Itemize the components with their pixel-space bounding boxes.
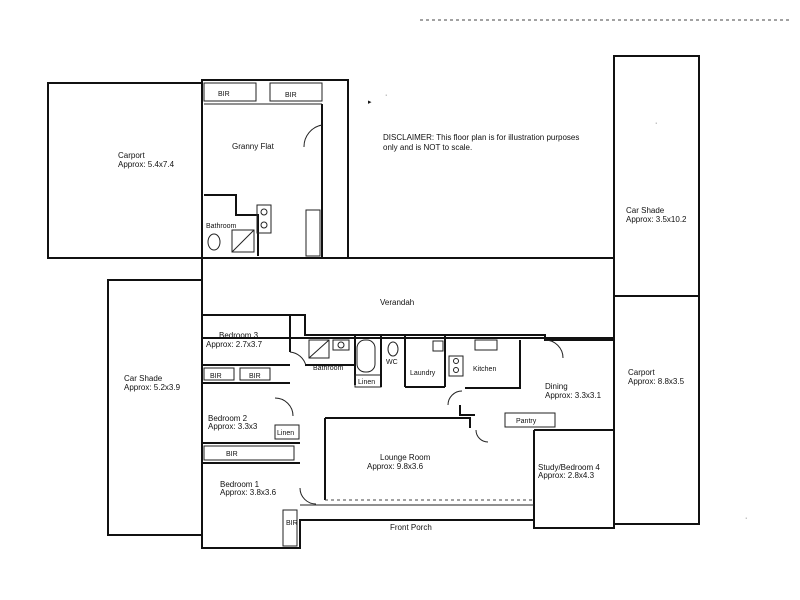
kitchen-cooktop [448, 355, 464, 377]
pantry-door-arc [475, 429, 489, 443]
bathroom-gf-label: Bathroom [206, 223, 237, 230]
carport-left-name: Carport [118, 151, 145, 160]
hall-door-arc [447, 390, 463, 406]
linen-b2-label: Linen [277, 430, 294, 437]
bathroom-gf-vanity [256, 204, 272, 234]
carport-right-size: Approx: 8.8x3.5 [628, 377, 685, 386]
bathroom-main-shower-line [308, 339, 330, 359]
bir-b3b-label: BIR [249, 373, 261, 380]
granny-flat-cupboard [305, 209, 321, 257]
bir-gf-1-outline [203, 82, 257, 102]
bedroom2-name: Bedroom 2 [208, 414, 248, 423]
kitchen-burner-2 [453, 367, 459, 373]
bathroom-gf-shower-line [231, 229, 255, 253]
disclaimer-line-1: DISCLAIMER: This floor plan is for illus… [383, 133, 579, 142]
carport-right-name: Carport [628, 368, 655, 377]
bedroom3-door-arc [289, 351, 307, 367]
lounge-name: Lounge Room [380, 453, 431, 462]
bathroom-gf-basin [260, 208, 268, 216]
bir-b1-label: BIR [286, 520, 298, 527]
lounge-top-wall [325, 417, 471, 428]
bathroom-main-shower [308, 339, 330, 359]
bir-gf-1-label: BIR [218, 91, 230, 98]
kitchen-label: Kitchen [473, 366, 496, 373]
disclaimer-line-2: only and is NOT to scale. [383, 143, 472, 152]
bathroom-gf-shower [231, 229, 255, 253]
study-name: Study/Bedroom 4 [538, 463, 600, 472]
bedroom3-size: Approx: 2.7x3.7 [206, 340, 263, 349]
kitchen-sink [474, 339, 498, 351]
carport-left-size: Approx: 5.4x7.4 [118, 160, 175, 169]
bathroom-gf-basin-2 [260, 221, 268, 229]
laundry-tub [432, 340, 444, 352]
verandah-label: Verandah [380, 298, 414, 307]
linen-b2-outline [274, 424, 300, 440]
carport-right-outline [613, 295, 700, 525]
linen-main-label: Linen [358, 379, 375, 386]
front-porch-label: Front Porch [390, 523, 432, 532]
granny-flat-outline [201, 79, 349, 259]
car-shade-right-name: Car Shade [626, 206, 665, 215]
scan-speck: · [385, 92, 387, 99]
bathroom-main-vanity [332, 339, 350, 351]
bir-b1top-label: BIR [226, 451, 238, 458]
dining-size: Approx: 3.3x3.1 [545, 391, 602, 400]
bathroom-main-bath [356, 339, 376, 373]
kitchen-burner-1 [453, 358, 459, 364]
lounge-size: Approx: 9.8x3.6 [367, 462, 424, 471]
pantry-label: Pantry [516, 418, 537, 425]
bir-gf-2-outline [269, 82, 323, 102]
bir-gf-2-label: BIR [285, 92, 297, 99]
car-shade-right-outline [613, 55, 700, 297]
bathroom-gf-toilet [207, 233, 221, 251]
carport-left-outline [47, 82, 203, 259]
bir-b1-outline [282, 509, 298, 547]
laundry-label: Laundry [410, 370, 436, 377]
wc-label: WC [386, 359, 398, 366]
car-shade-right-size: Approx: 3.5x10.2 [626, 215, 687, 224]
scan-speck: ▸ [368, 99, 372, 106]
bathroom-main-label: Bathroom [313, 365, 344, 372]
bedroom1-name: Bedroom 1 [220, 480, 260, 489]
wc-toilet [387, 341, 399, 357]
car-shade-left-outline [107, 279, 203, 536]
house-outer-wall [201, 314, 615, 549]
granny-flat-door-arc [303, 124, 323, 148]
scan-speck: · [745, 515, 747, 522]
car-shade-left-name: Car Shade [124, 374, 163, 383]
bedroom2-size: Approx: 3.3x3 [208, 422, 258, 431]
granny-flat-label: Granny Flat [232, 142, 275, 151]
bedroom2-door-arc [274, 397, 294, 417]
bathroom-gf-walls [204, 194, 259, 256]
bir-b3a-label: BIR [210, 373, 222, 380]
car-shade-left-size: Approx: 5.2x3.9 [124, 383, 181, 392]
dining-name: Dining [545, 382, 568, 391]
bathroom-main-basin [337, 341, 345, 349]
bir-b1top-outline [203, 445, 295, 461]
scan-speck: · [655, 120, 657, 127]
bedroom3-name: Bedroom 3 [219, 331, 259, 340]
pantry-outline [504, 412, 556, 428]
bir-b3a-outline [203, 367, 235, 381]
bedroom1-door-arc [299, 487, 317, 505]
hall-wall [459, 405, 475, 416]
bedroom1-size: Approx: 3.8x3.6 [220, 488, 277, 497]
dining-door-arc [544, 339, 564, 359]
study-size: Approx: 2.8x4.3 [538, 471, 595, 480]
kitchen-bench [465, 340, 521, 389]
bir-b3b-outline [239, 367, 271, 381]
